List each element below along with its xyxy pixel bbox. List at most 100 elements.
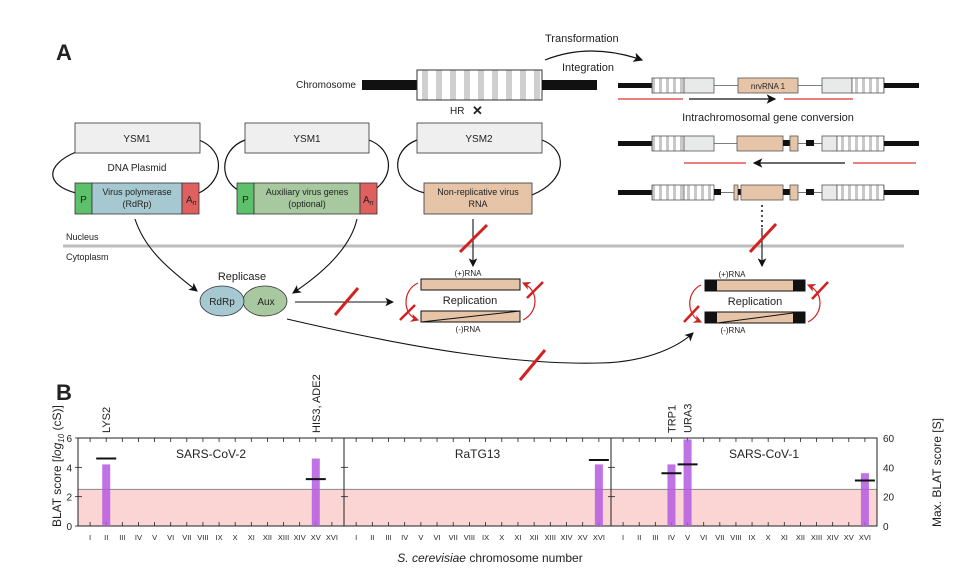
subplot-title: SARS-CoV-1 — [729, 447, 799, 461]
x-tick-label: III — [119, 533, 125, 542]
x-tick-label: XI — [248, 533, 255, 542]
x-tick-label: XI — [514, 533, 521, 542]
integrated-locus-2 — [618, 135, 919, 168]
x-tick-label: I — [355, 533, 357, 542]
x-tick-label: XIII — [811, 533, 822, 542]
x-tick-label: XII — [796, 533, 805, 542]
plus-rna-label: (+)RNA — [455, 269, 483, 278]
hr-cross-icon: ✕ — [472, 103, 483, 118]
plasmid-aux: YSM1 P Auxiliary virus genes (optional) … — [224, 122, 390, 215]
subplot-title: SARS-CoV-2 — [176, 447, 246, 461]
rdrp-protein — [199, 285, 245, 317]
integration-label: Integration — [562, 62, 614, 74]
x-tick-label: III — [652, 533, 658, 542]
x-tick-label: VII — [715, 533, 724, 542]
transformation-label: Transformation — [545, 33, 619, 45]
x-tick-label: VI — [167, 533, 174, 542]
bar-V — [683, 439, 692, 526]
plasmid-marker-label: YSM1 — [293, 134, 321, 145]
promoter-label: P — [242, 195, 249, 206]
minus-rna-label: (-)RNA — [456, 325, 482, 334]
x-tick-label: X — [233, 533, 238, 542]
plasmid-rdrp: YSM1 DNA Plasmid P Virus polymerase (RdR… — [52, 122, 220, 215]
x-tick-label: I — [89, 533, 91, 542]
gene-label: Non-replicative virus — [437, 187, 519, 197]
y-left-tick-label: 2 — [66, 493, 72, 504]
block-icon — [748, 222, 778, 254]
x-tick-label: I — [622, 533, 624, 542]
aux-label: Aux — [257, 297, 274, 308]
x-tick-label: X — [499, 533, 504, 542]
plasmid-nrvrna: YSM2 Non-replicative virus RNA — [397, 122, 561, 215]
promoter-label: P — [80, 195, 87, 206]
x-axis-title: S. cerevisiae chromosome number — [397, 551, 582, 565]
bar-XV — [311, 458, 320, 526]
integrated-locus-1: nrvRNA 1 — [618, 77, 919, 104]
y-right-tick-label: 40 — [883, 463, 895, 474]
x-tick-label: XI — [781, 533, 788, 542]
y-left-tick-label: 4 — [66, 463, 72, 474]
subplot-title: RaTG13 — [455, 447, 501, 461]
plot-frame — [610, 437, 878, 527]
x-tick-label: IV — [135, 533, 142, 542]
plasmid-loop-label: DNA Plasmid — [108, 163, 167, 174]
x-tick-label: IX — [749, 533, 756, 542]
x-tick-label: XV — [311, 533, 321, 542]
x-tick-label: IX — [216, 533, 223, 542]
x-tick-label: XII — [263, 533, 272, 542]
chromosome-label: Chromosome — [296, 80, 356, 91]
x-tick-label: XV — [578, 533, 588, 542]
gene-sublabel: (RdRp) — [122, 199, 151, 209]
x-tick-label: V — [152, 533, 157, 542]
gene-label: Auxiliary virus genes — [266, 187, 349, 197]
cytoplasm-label: Cytoplasm — [66, 252, 109, 262]
y-axis-left-title: BLAT score [log10 (cS)] — [50, 405, 66, 527]
block-icon — [518, 349, 547, 381]
y-left-tick-label: 6 — [66, 434, 72, 445]
gene-label: HIS3, ADE2 — [311, 374, 323, 433]
x-tick-label: XVI — [593, 533, 605, 542]
x-tick-label: XIV — [560, 533, 572, 542]
x-tick-label: VII — [182, 533, 191, 542]
y-left-tick-label: 0 — [66, 522, 72, 533]
x-tick-label: V — [418, 533, 423, 542]
x-tick-label: II — [104, 533, 108, 542]
gene-label: URA3 — [683, 404, 695, 433]
x-tick-label: X — [766, 533, 771, 542]
y-right-tick-label: 0 — [883, 522, 889, 533]
x-tick-label: VIII — [464, 533, 475, 542]
x-tick-label: XVI — [859, 533, 871, 542]
x-tick-label: II — [637, 533, 641, 542]
plasmid-marker-label: YSM1 — [123, 134, 151, 145]
rdrp-expression-arrow — [134, 218, 198, 292]
gene-label: Virus polymerase — [102, 187, 171, 197]
gene-sublabel: (optional) — [288, 199, 326, 209]
nrvrna-label: nrvRNA 1 — [751, 82, 786, 91]
x-tick-label: III — [385, 533, 391, 542]
replication-unit-integrated: (+)RNA Replication (-)RNA — [683, 270, 829, 335]
x-tick-label: VIII — [197, 533, 208, 542]
x-tick-label: IX — [482, 533, 489, 542]
x-tick-label: II — [370, 533, 374, 542]
replicase-to-integrated-replication-arrow — [286, 318, 694, 364]
block-icon — [458, 223, 489, 254]
transformation-arrow — [544, 50, 644, 62]
x-tick-label: IV — [668, 533, 675, 542]
x-tick-label: XV — [844, 533, 854, 542]
minus-rna-label: (-)RNA — [721, 326, 747, 335]
x-tick-label: VIII — [730, 533, 741, 542]
panel-b-label: B — [56, 380, 72, 405]
integrated-locus-3 — [618, 184, 919, 201]
chromosome-right-arm — [542, 80, 597, 90]
bar-IV — [667, 464, 676, 526]
plus-rna-label: (+)RNA — [719, 270, 747, 279]
plasmid-marker-label: YSM2 — [465, 134, 493, 145]
x-tick-label: XIII — [278, 533, 289, 542]
threshold-band — [78, 489, 877, 526]
x-tick-label: IV — [401, 533, 408, 542]
bar-XVI — [594, 464, 603, 526]
chromosome-homology-region — [416, 69, 543, 101]
gene-label: LYS2 — [101, 407, 113, 433]
x-tick-label: XII — [530, 533, 539, 542]
